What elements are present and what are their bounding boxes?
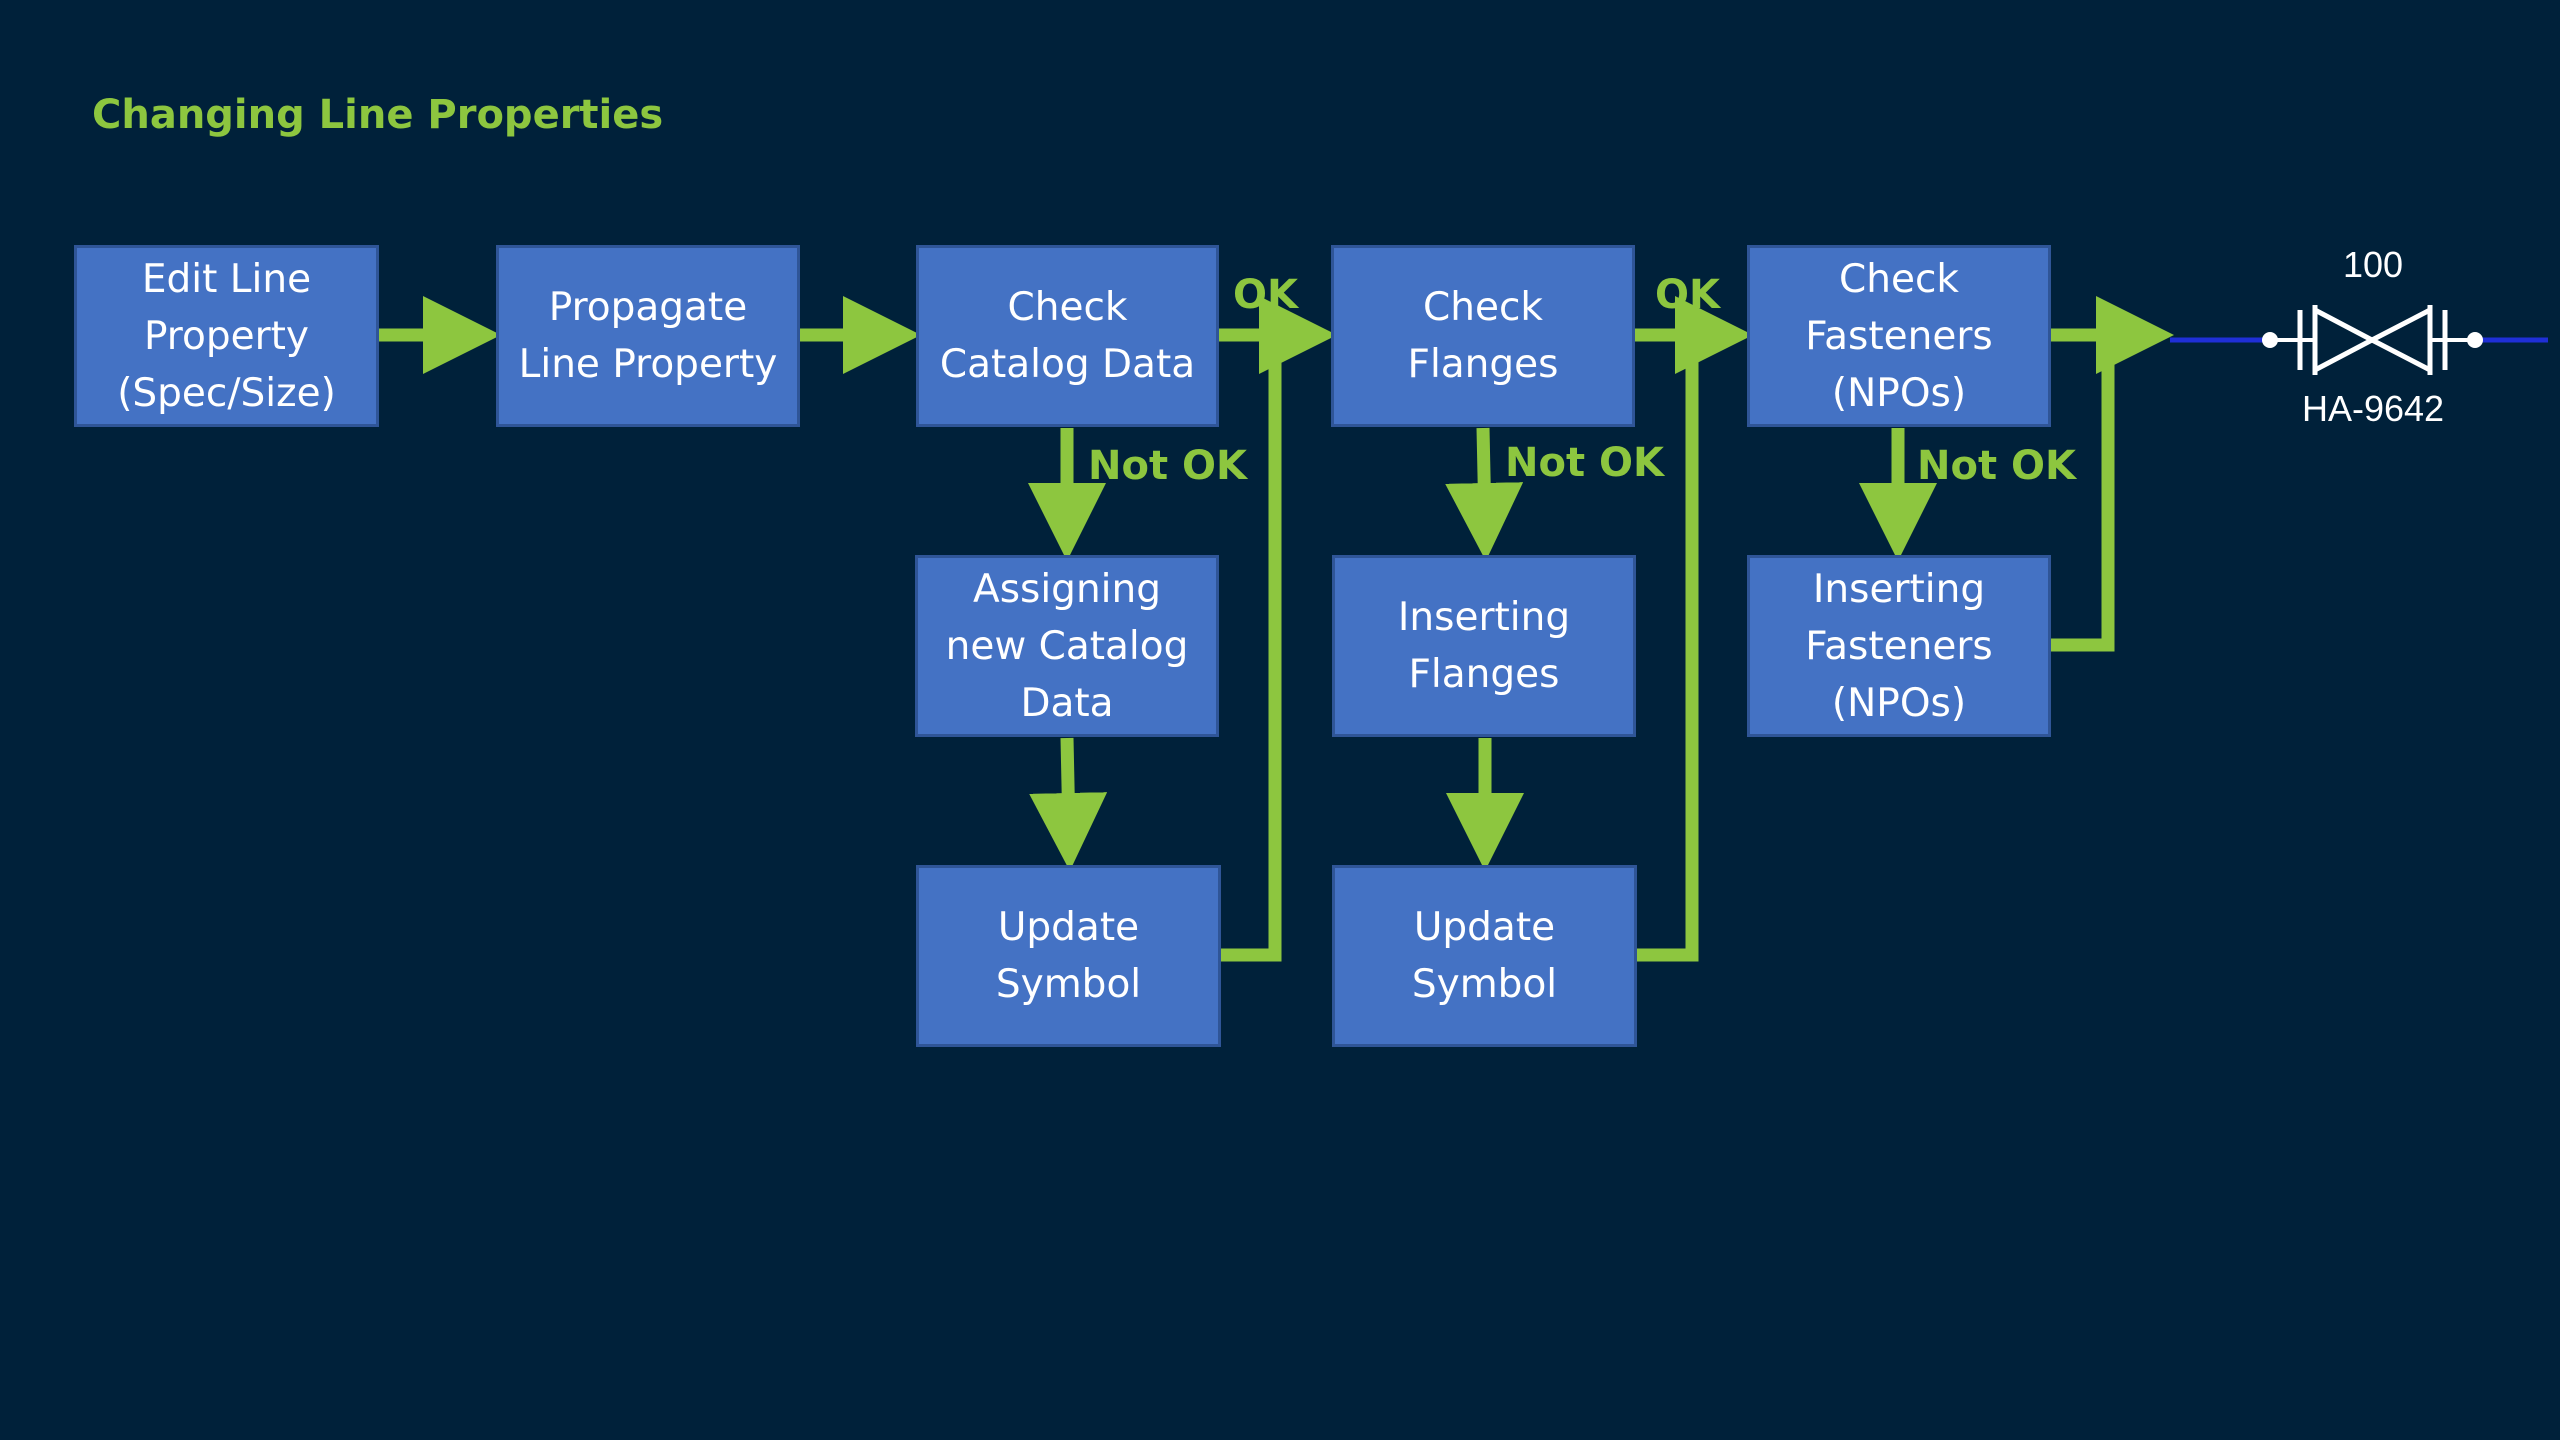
box-update-symbol-1: Update Symbol	[916, 865, 1221, 1047]
loop-inserting-fasteners	[2049, 335, 2115, 652]
box-check-fasteners: Check Fasteners (NPOs)	[1747, 245, 2051, 427]
box-propagate-line-property: Propagate Line Property	[496, 245, 800, 427]
box-assigning-new-catalog-data: Assigning new Catalog Data	[915, 555, 1219, 737]
arrow-assigning-to-update	[1029, 737, 1108, 871]
diagram-title: Changing Line Properties	[92, 92, 664, 138]
label-not-ok-fasteners: Not OK	[1917, 443, 2077, 489]
box-check-flanges: Check Flanges	[1331, 245, 1635, 427]
label-not-ok-catalog: Not OK	[1088, 443, 1248, 489]
gate-valve-icon	[2170, 305, 2548, 375]
label-ok-catalog: OK	[1233, 272, 1298, 318]
label-ok-flanges: OK	[1655, 272, 1720, 318]
box-update-symbol-2: Update Symbol	[1332, 865, 1637, 1047]
arrow-check-flanges-not-ok	[1445, 427, 1524, 561]
loop-update-symbol-2	[1636, 335, 1699, 962]
valve-tag-label: HA-9642	[2301, 388, 2445, 429]
box-inserting-flanges: Inserting Flanges	[1332, 555, 1636, 737]
loop-update-symbol-1	[1220, 335, 1282, 962]
box-edit-line-property: Edit Line Property (Spec/Size)	[74, 245, 379, 427]
box-inserting-fasteners: Inserting Fasteners (NPOs)	[1747, 555, 2051, 737]
valve-size-label: 100	[2342, 244, 2404, 285]
label-not-ok-flanges: Not OK	[1505, 440, 1665, 486]
box-check-catalog-data: Check Catalog Data	[916, 245, 1219, 427]
